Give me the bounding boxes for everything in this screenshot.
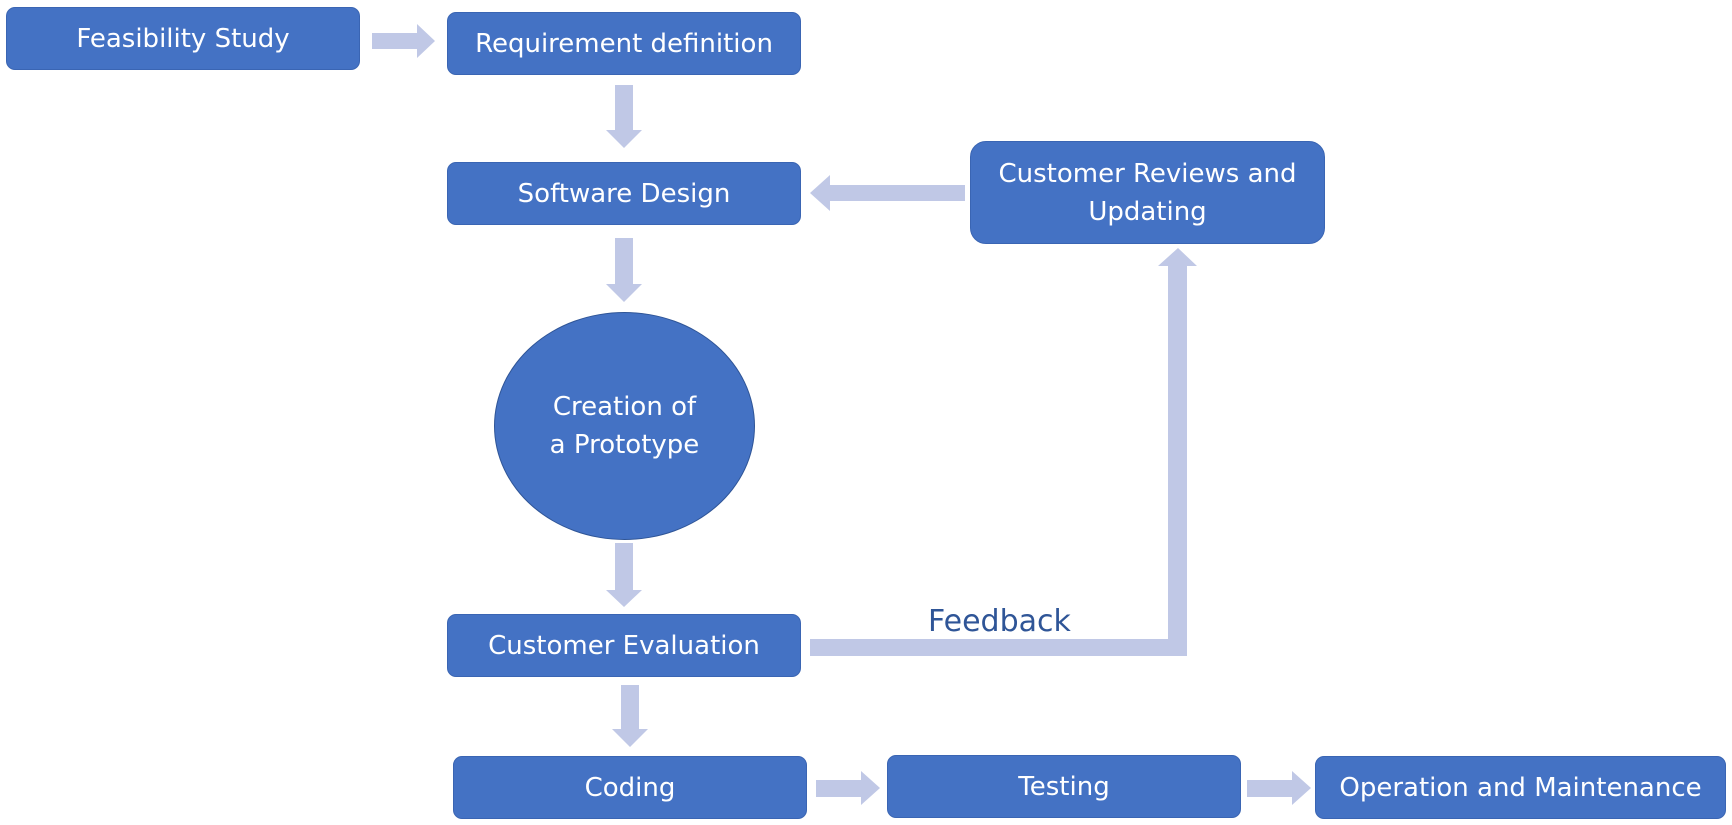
feedback-label: Feedback — [928, 604, 1071, 639]
arrow-prototype-to-evaluation — [606, 543, 642, 607]
arrow-reviews-to-design — [810, 175, 965, 211]
node-software-design: Software Design — [447, 162, 801, 225]
arrow-feasibility-to-requirement — [372, 24, 435, 58]
arrow-testing-to-operation — [1247, 771, 1311, 805]
node-customer-evaluation: Customer Evaluation — [447, 614, 801, 677]
arrow-evaluation-to-coding — [612, 685, 648, 747]
arrow-design-to-prototype — [606, 238, 642, 302]
arrow-feedback-loop — [810, 248, 1197, 656]
node-operation-and-maintenance: Operation and Maintenance — [1315, 756, 1726, 819]
node-customer-reviews-updating: Customer Reviews and Updating — [970, 141, 1325, 244]
arrow-coding-to-testing — [816, 771, 880, 805]
node-testing: Testing — [887, 755, 1241, 818]
node-coding: Coding — [453, 756, 807, 819]
arrow-requirement-to-design — [606, 85, 642, 148]
node-creation-of-prototype: Creation of a Prototype — [494, 312, 755, 540]
node-requirement-definition: Requirement definition — [447, 12, 801, 75]
node-feasibility-study: Feasibility Study — [6, 7, 360, 70]
